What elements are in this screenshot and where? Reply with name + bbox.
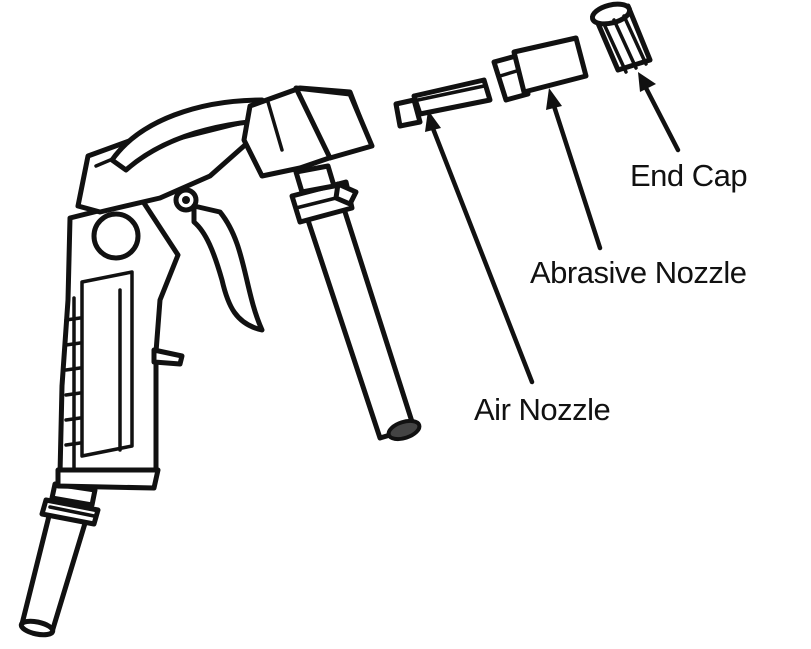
abrasive-nozzle-part	[491, 35, 589, 103]
air-hose	[18, 509, 89, 638]
air-nozzle-part	[393, 77, 493, 129]
end-cap-part	[589, 1, 653, 74]
label-air-nozzle: Air Nozzle	[474, 392, 610, 427]
hose-clamp-lower	[39, 481, 101, 527]
label-abrasive-nozzle: Abrasive Nozzle	[530, 255, 746, 290]
gun-body	[55, 85, 375, 491]
leader-arrow-abrasive-nozzle	[546, 88, 603, 251]
media-pickup-tube	[297, 187, 422, 442]
leader-arrow-air-nozzle	[425, 110, 535, 385]
label-end-cap: End Cap	[630, 158, 747, 193]
hose-clamp-upper	[289, 163, 359, 225]
leader-arrow-end-cap	[638, 72, 681, 153]
